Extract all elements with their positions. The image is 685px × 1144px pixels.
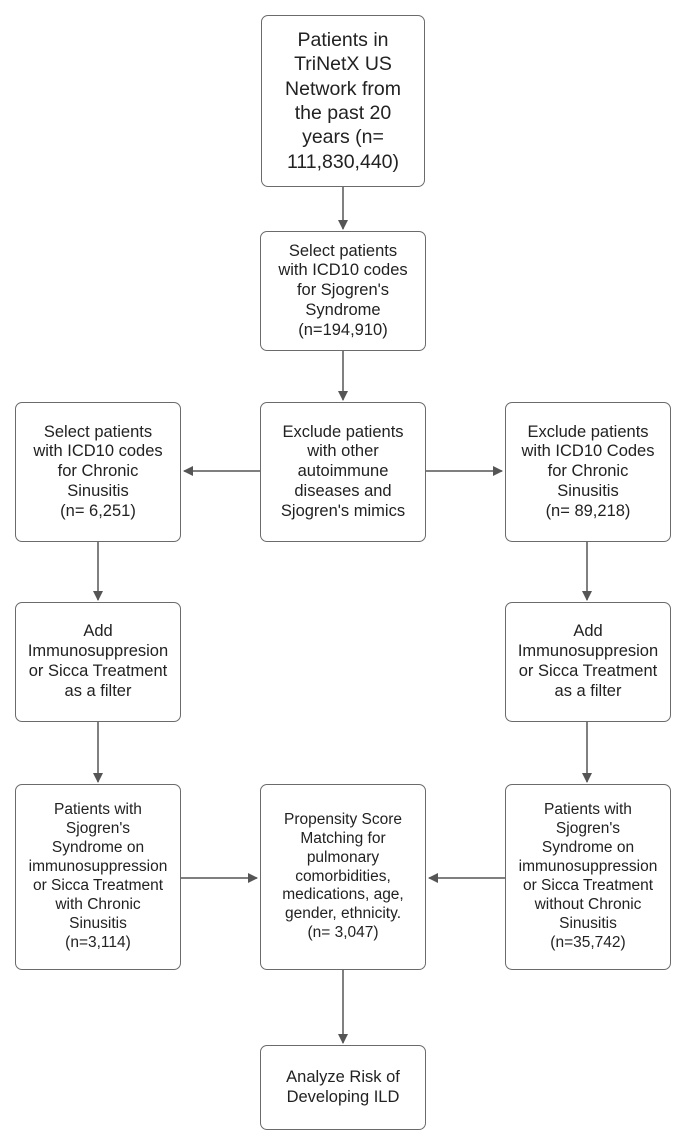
box-without-sinusitis: Patients with Sjogren's Syndrome on immu…: [505, 784, 671, 970]
box-trinetx-population: Patients in TriNetX US Network from the …: [261, 15, 425, 187]
box-propensity-score-text: Propensity Score Matching for pulmonary …: [282, 810, 404, 942]
box-add-filter-right-text: Add Immunosuppresion or Sicca Treatment …: [517, 622, 659, 700]
box-exclude-sinusitis: Exclude patients with ICD10 Codes for Ch…: [505, 402, 671, 542]
box-analyze-ild: Analyze Risk of Developing ILD: [260, 1045, 426, 1130]
box-with-sinusitis: Patients with Sjogren's Syndrome on immu…: [15, 784, 181, 970]
box-select-sjogren: Select patients with ICD10 codes for Sjo…: [260, 231, 426, 351]
box-exclude-sinusitis-text: Exclude patients with ICD10 Codes for Ch…: [521, 422, 655, 520]
box-analyze-ild-text: Analyze Risk of Developing ILD: [286, 1067, 400, 1106]
box-with-sinusitis-text: Patients with Sjogren's Syndrome on immu…: [28, 801, 168, 951]
box-without-sinusitis-text: Patients with Sjogren's Syndrome on immu…: [518, 801, 658, 951]
box-select-sinusitis: Select patients with ICD10 codes for Chr…: [15, 402, 181, 542]
box-propensity-score: Propensity Score Matching for pulmonary …: [260, 784, 426, 970]
box-exclude-autoimmune-text: Exclude patients with other autoimmune d…: [280, 422, 406, 520]
box-trinetx-population-text: Patients in TriNetX US Network from the …: [285, 28, 401, 173]
box-add-filter-right: Add Immunosuppresion or Sicca Treatment …: [505, 602, 671, 722]
box-select-sinusitis-text: Select patients with ICD10 codes for Chr…: [33, 422, 163, 520]
box-select-sjogren-text: Select patients with ICD10 codes for Sjo…: [278, 241, 408, 339]
box-exclude-autoimmune: Exclude patients with other autoimmune d…: [260, 402, 426, 542]
box-add-filter-left: Add Immunosuppresion or Sicca Treatment …: [15, 602, 181, 722]
box-add-filter-left-text: Add Immunosuppresion or Sicca Treatment …: [27, 622, 169, 700]
